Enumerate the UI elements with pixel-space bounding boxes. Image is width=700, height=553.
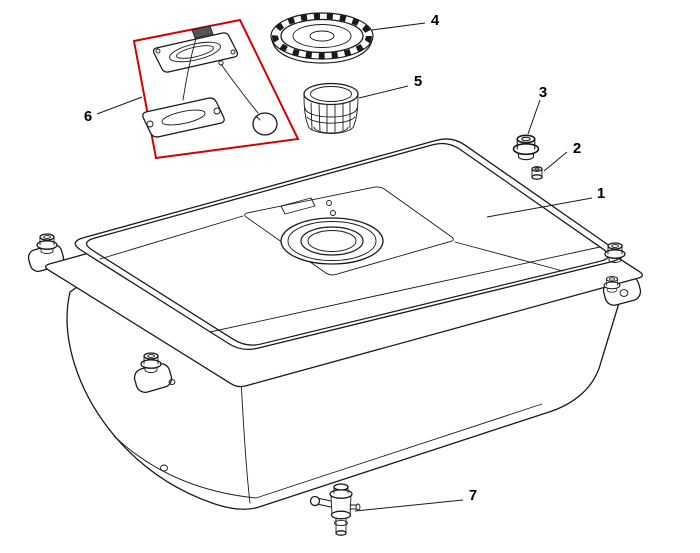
grommet-part-3 [512,134,540,161]
callout-5-leader [358,85,409,99]
valve-body-bottom [330,510,352,520]
cap-outer-rim [270,12,374,60]
fuel-tank-drawing [27,138,644,510]
flange-hole-right [619,289,629,297]
cap-center [309,30,335,42]
callout-3-leader [527,99,541,135]
callout-2-label: 2 [573,140,581,157]
callout-3-label: 3 [539,84,547,101]
fuel-gauge-assembly-drawing [132,18,300,160]
bushing-part-2 [531,166,543,180]
fuel-strainer-drawing [303,82,359,134]
vent-hole-1 [326,200,332,206]
tank-bottom-seam [113,403,543,499]
gasket-hole-right [213,107,221,115]
callout-4-label: 4 [431,12,440,29]
callout-1-leader [486,197,593,218]
gasket-hole-left [146,120,154,128]
callout-6-label: 6 [84,108,92,125]
callout-7-leader [354,499,464,512]
sender-connector [191,25,214,39]
callout-1-label: 1 [597,185,605,202]
fuel-cap-drawing [270,12,374,64]
callout-6-leader [96,96,143,115]
callout-5-label: 5 [414,73,422,90]
valve-top-cap [333,483,349,491]
filler-recess [244,186,454,276]
cap-knurl-ring [272,13,372,59]
cap-ring [292,24,352,48]
cap-skirt [271,39,373,64]
vent-hole-2 [330,210,336,216]
sender-wire [182,37,197,101]
strainer-rim-inner [310,86,352,102]
tank-step-seam-left [99,215,244,260]
flange-hole-front [168,379,176,385]
vent-plate [280,197,316,215]
valve-top-flange [329,489,353,499]
valve-lever-knob [309,495,321,507]
tank-top-seam [209,246,601,333]
sender-screw-left [155,48,161,54]
callout-2-leader [543,151,568,172]
float-arm-pivot [218,60,224,66]
sender-screw-right [230,49,236,55]
sender-gasket [142,97,225,138]
tank-step-seam-right [454,241,564,272]
gasket-slot [161,109,206,126]
callout-4-leader [371,22,426,31]
float-arm [220,63,259,114]
fuel-valve-drawing [309,483,361,536]
filler-neck [280,217,384,265]
tank-side-hole [160,464,168,472]
callout-7-label: 7 [469,487,477,504]
sender-plate-slot [169,41,221,63]
